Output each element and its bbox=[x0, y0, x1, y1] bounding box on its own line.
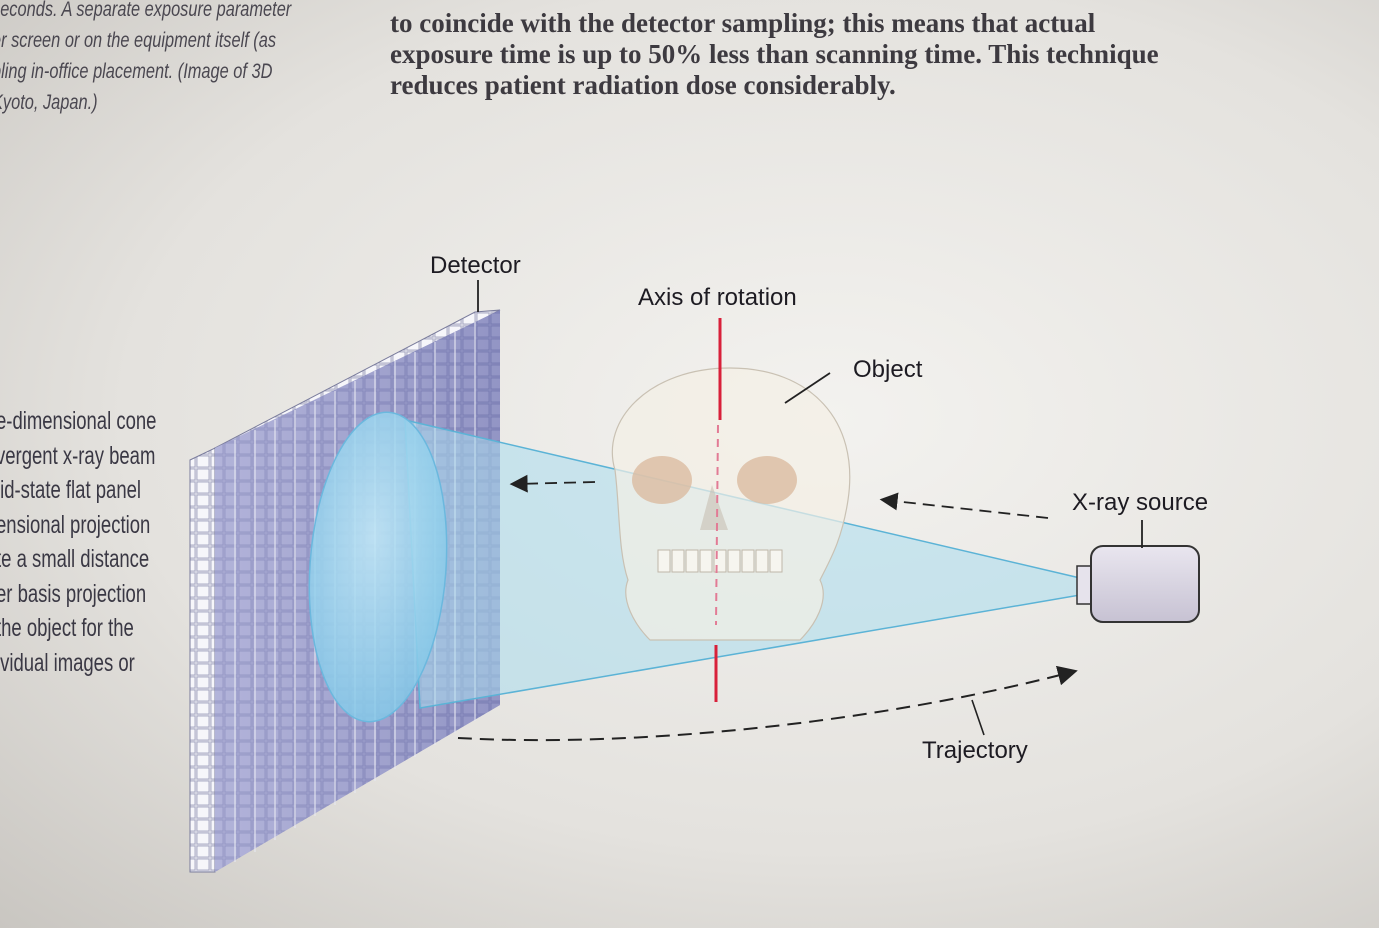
side-line: the object for the bbox=[0, 614, 134, 642]
side-line: ividual images or bbox=[0, 648, 135, 677]
body-paragraph: to coincide with the detector sampling; … bbox=[390, 8, 1220, 101]
side-line: e-dimensional cone bbox=[0, 407, 157, 435]
skull-right-eye bbox=[737, 456, 797, 504]
detector-side bbox=[189, 447, 216, 873]
object-label: Object bbox=[853, 356, 923, 383]
body-line: reduces patient radiation dose considera… bbox=[390, 70, 896, 100]
skull-cranium bbox=[611, 367, 851, 641]
skull-left-eye bbox=[632, 456, 692, 504]
side-line: lid-state flat panel bbox=[0, 476, 142, 504]
skull-nose bbox=[700, 485, 728, 530]
projection-ellipse bbox=[308, 411, 448, 723]
axis-of-rotation-label: Axis of rotation bbox=[638, 284, 797, 311]
side-line: vergent x-ray beam bbox=[0, 441, 156, 470]
side-line: ensional projection bbox=[0, 510, 151, 539]
trajectory-label: Trajectory bbox=[922, 737, 1028, 764]
side-line: te a small distance bbox=[0, 545, 150, 573]
detector-label: Detector bbox=[430, 252, 521, 279]
trajectory-leader bbox=[971, 699, 985, 736]
xray-source-body bbox=[1090, 545, 1200, 623]
object-leader bbox=[784, 372, 831, 404]
axis-of-rotation-inside bbox=[715, 424, 719, 626]
trajectory-path bbox=[457, 665, 1078, 742]
caption-line: Kyoto, Japan.) bbox=[0, 91, 98, 114]
caption-line: seconds. A separate exposure parameter bbox=[0, 0, 292, 21]
xray-source-device bbox=[1076, 545, 1200, 623]
side-line: er basis projection bbox=[0, 579, 147, 608]
skull-object bbox=[611, 367, 851, 641]
body-line: exposure time is up to 50% less than sca… bbox=[390, 39, 1159, 69]
caption-line: bling in-office placement. (Image of 3D bbox=[0, 60, 273, 83]
xray-source-label: X-ray source bbox=[1072, 489, 1209, 516]
beam-direction-arrow-right bbox=[879, 492, 1049, 519]
beam-direction-arrow-left bbox=[509, 474, 596, 493]
side-paragraph: e-dimensional cone vergent x-ray beam li… bbox=[0, 404, 157, 680]
caption-line: er screen or on the equipment itself (as bbox=[0, 29, 277, 52]
caption-text: seconds. A separate exposure parameter e… bbox=[0, 0, 292, 118]
body-line: to coincide with the detector sampling; … bbox=[390, 8, 1096, 38]
skull-teeth bbox=[657, 549, 783, 573]
